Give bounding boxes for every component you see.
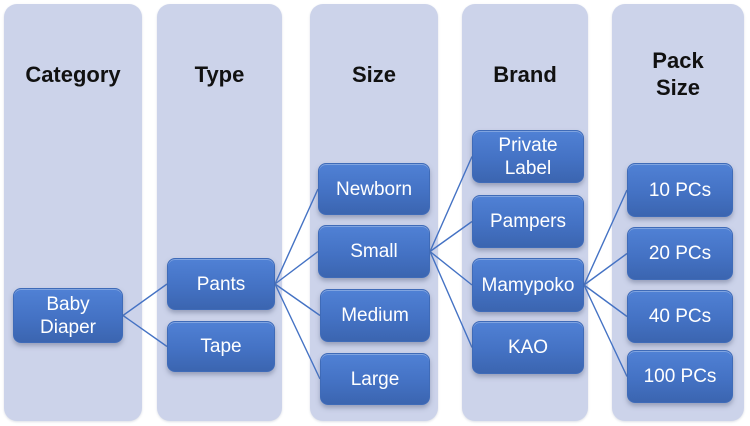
node-small[interactable]: Small bbox=[318, 225, 430, 278]
connector-mamypoko-to-pcs-20 bbox=[583, 252, 628, 286]
node-label-large: Large bbox=[350, 368, 400, 390]
node-pcs-100[interactable]: 100 PCs bbox=[627, 350, 733, 403]
connector-baby-diaper-to-tape bbox=[122, 314, 168, 348]
node-label-pcs-40: 40 PCs bbox=[648, 306, 712, 327]
node-label-mamypoko: Mamypoko bbox=[481, 274, 575, 296]
node-pampers[interactable]: Pampers bbox=[472, 195, 584, 248]
node-medium[interactable]: Medium bbox=[320, 289, 430, 342]
node-kao[interactable]: KAO bbox=[472, 321, 584, 374]
node-label-pants: Pants bbox=[196, 273, 246, 295]
column-title-category: Category bbox=[25, 61, 121, 87]
node-label-baby-diaper: Baby Diaper bbox=[40, 293, 96, 338]
connector-baby-diaper-to-pants bbox=[122, 283, 168, 317]
node-label-private-label: Private Label bbox=[498, 134, 558, 179]
node-label-small: Small bbox=[350, 241, 398, 262]
node-private-label[interactable]: Private Label bbox=[472, 130, 584, 183]
column-title-brand: Brand bbox=[493, 61, 557, 87]
node-label-pcs-20: 20 PCs bbox=[648, 243, 712, 264]
column-title-pack-size: Pack Size bbox=[652, 48, 704, 100]
connector-small-to-pampers bbox=[429, 220, 473, 253]
column-title-size: Size bbox=[351, 61, 397, 87]
connector-small-to-private-label bbox=[429, 156, 473, 252]
node-label-kao: KAO bbox=[507, 337, 549, 358]
node-newborn[interactable]: Newborn bbox=[318, 163, 430, 215]
node-tape[interactable]: Tape bbox=[167, 321, 275, 372]
node-pants[interactable]: Pants bbox=[167, 258, 275, 310]
node-baby-diaper[interactable]: Baby Diaper bbox=[13, 288, 123, 343]
connector-small-to-kao bbox=[429, 251, 473, 348]
column-title-type: Type bbox=[194, 61, 245, 87]
node-label-medium: Medium bbox=[341, 305, 409, 326]
connector-pants-to-large bbox=[274, 283, 321, 380]
column-category: Category bbox=[4, 4, 142, 421]
node-label-pcs-100: 100 PCs bbox=[643, 366, 717, 387]
node-label-newborn: Newborn bbox=[335, 178, 413, 200]
connector-pants-to-small bbox=[274, 250, 319, 285]
node-pcs-20[interactable]: 20 PCs bbox=[627, 227, 733, 280]
node-pcs-40[interactable]: 40 PCs bbox=[627, 290, 733, 343]
node-pcs-10[interactable]: 10 PCs bbox=[627, 163, 733, 217]
node-mamypoko[interactable]: Mamypoko bbox=[472, 258, 584, 312]
connector-mamypoko-to-pcs-100 bbox=[583, 284, 628, 377]
node-large[interactable]: Large bbox=[320, 353, 430, 405]
node-label-tape: Tape bbox=[200, 336, 242, 357]
connector-mamypoko-to-pcs-10 bbox=[583, 189, 628, 286]
connector-pants-to-medium bbox=[274, 283, 321, 317]
connector-mamypoko-to-pcs-40 bbox=[583, 284, 628, 318]
node-label-pcs-10: 10 PCs bbox=[648, 179, 712, 201]
connector-pants-to-newborn bbox=[274, 188, 319, 285]
node-label-pampers: Pampers bbox=[489, 211, 567, 232]
connector-small-to-mamypoko bbox=[429, 250, 473, 286]
